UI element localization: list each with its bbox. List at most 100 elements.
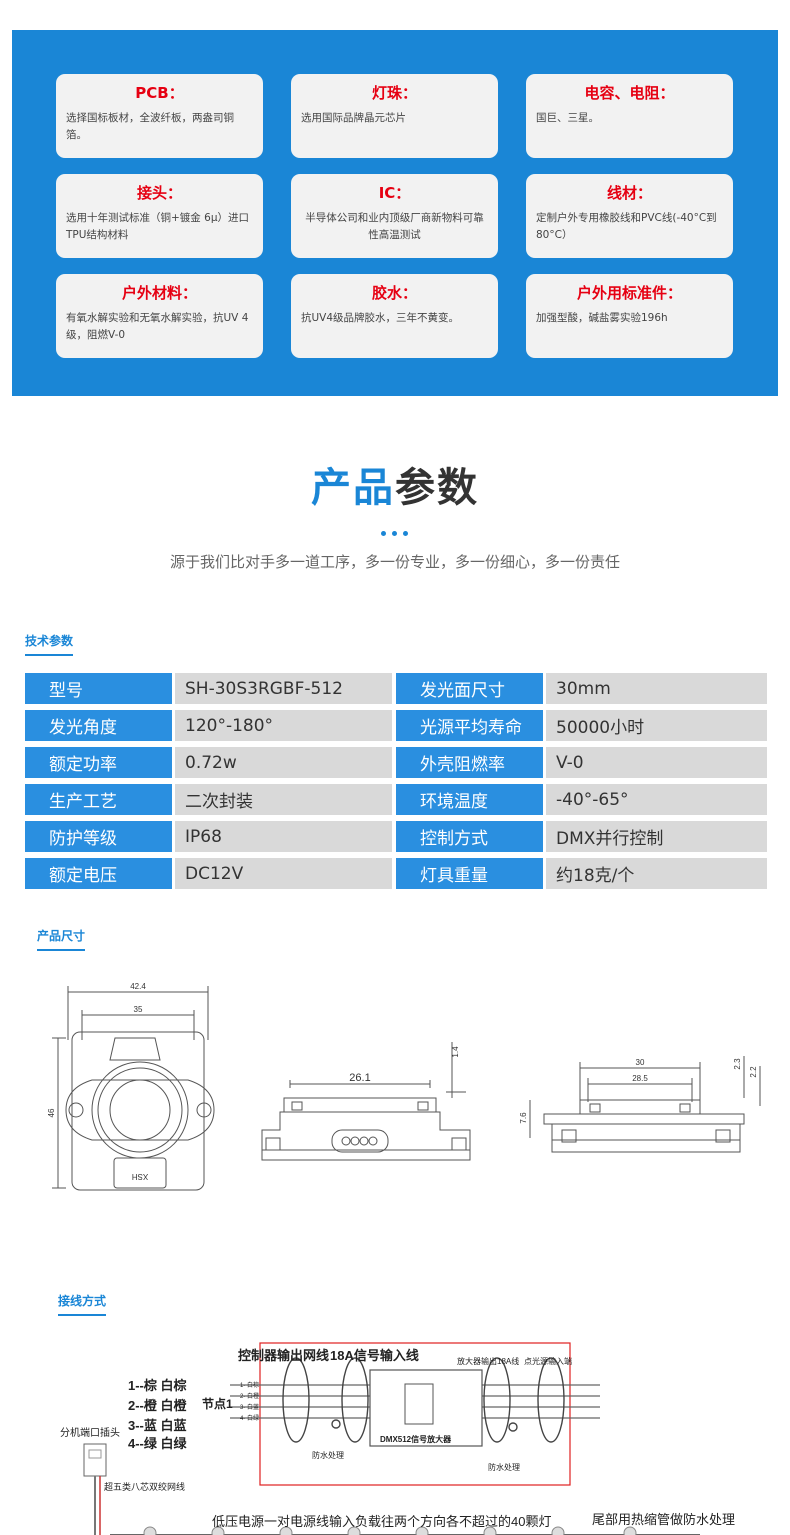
feature-panel: PCB： 选择国标板材，全波纤板，两盎司铜箔。 灯珠： 选用国际品牌晶元芯片 电… bbox=[12, 30, 778, 396]
spec-value-cell: 二次封装 bbox=[175, 784, 392, 815]
spec-label: 技术参数 bbox=[25, 633, 74, 656]
end-view-drawing bbox=[529, 1056, 761, 1153]
feature-desc: 抗UV4级品牌胶水，三年不黄变。 bbox=[301, 312, 460, 324]
signal-in-label: 18A信号输入线 bbox=[330, 1348, 419, 1363]
feature-title: 胶水： bbox=[371, 284, 417, 302]
spec-label-cell: 发光角度 bbox=[25, 710, 172, 741]
wire-tag: 2- 白橙 bbox=[240, 1392, 259, 1400]
feature-title: 电容、电阻： bbox=[584, 84, 675, 102]
spec-label-cell: 光源平均寿命 bbox=[396, 710, 543, 741]
table-row: 发光角度 120°-180° 光源平均寿命 50000小时 bbox=[25, 710, 767, 741]
spec-value-cell: DC12V bbox=[175, 858, 392, 889]
spec-value-cell: V-0 bbox=[546, 747, 767, 778]
spec-label-cell: 额定电压 bbox=[25, 858, 172, 889]
heading-part2: 参数 bbox=[395, 465, 479, 511]
rj45-label: 分机端口插头 bbox=[60, 1426, 120, 1439]
rj45-plug-icon bbox=[83, 1443, 107, 1477]
feature-card-wire: 线材： 定制户外专用橡胶线和PVC线(-40°C到80°C） bbox=[526, 174, 733, 258]
lamp-icon bbox=[415, 1526, 429, 1535]
table-row: 额定电压 DC12V 灯具重量 约18克/个 bbox=[25, 858, 767, 889]
node-label: 节点1 bbox=[202, 1396, 233, 1411]
feature-card-capacitor: 电容、电阻： 国巨、三星。 bbox=[526, 74, 733, 158]
end-h2-dim: 2.2 bbox=[749, 1066, 758, 1078]
spec-label-cell: 控制方式 bbox=[396, 821, 543, 852]
lamp-icon bbox=[347, 1526, 361, 1535]
heading-dots bbox=[381, 530, 411, 538]
brand-mark: XSH bbox=[132, 1172, 149, 1181]
front-view-drawing bbox=[52, 986, 215, 1191]
wire-color-1: 1--棕 白棕 bbox=[128, 1378, 187, 1393]
feature-desc: 选用国际品牌晶元芯片 bbox=[301, 112, 406, 124]
feature-desc: 有氧水解实验和无氧水解实验，抗UV 4级，阻燃V-0 bbox=[66, 312, 249, 341]
spec-label-cell: 防护等级 bbox=[25, 821, 172, 852]
feature-title: 线材： bbox=[606, 184, 652, 202]
size-label: 产品尺寸 bbox=[37, 928, 86, 951]
spec-value-cell: 50000小时 bbox=[546, 710, 767, 741]
feature-card-standard-parts: 户外用标准件： 加强型酸，碱盐雾实验196h bbox=[526, 274, 733, 358]
dot bbox=[392, 531, 397, 536]
feature-desc: 加强型酸，碱盐雾实验196h bbox=[536, 312, 668, 324]
lamp-icon bbox=[551, 1526, 565, 1535]
feature-title: 户外用标准件： bbox=[576, 284, 682, 302]
waterproof-label: 防水处理 bbox=[488, 1462, 520, 1472]
spec-value-cell: 30mm bbox=[546, 673, 767, 704]
waterproof-label: 防水处理 bbox=[312, 1450, 344, 1460]
connector-ellipse bbox=[282, 1357, 310, 1443]
wiring-diagram: 控制器输出网线 18A信号输入线 放大器输出18A线 点光源输入端 节点1 1-… bbox=[60, 1342, 735, 1535]
side-width-dim: 26.1 bbox=[349, 1072, 370, 1084]
feature-card-led: 灯珠： 选用国际品牌晶元芯片 bbox=[291, 74, 498, 158]
spec-value-cell: -40°-65° bbox=[546, 784, 767, 815]
amp-out-label: 放大器输出18A线 bbox=[457, 1356, 519, 1366]
spec-label-cell: 发光面尺寸 bbox=[396, 673, 543, 704]
feature-title: 接头： bbox=[136, 184, 182, 202]
lamp-icon bbox=[211, 1526, 225, 1535]
spec-value-cell: 0.72w bbox=[175, 747, 392, 778]
spec-value-cell: 约18克/个 bbox=[546, 858, 767, 889]
end-width-dim: 30 bbox=[636, 1058, 645, 1067]
connector-ellipse bbox=[483, 1357, 511, 1443]
spec-label-cell: 型号 bbox=[25, 673, 172, 704]
power-note: 低压电源一对电源线输入负载往两个方向各不超过的40颗灯 bbox=[212, 1514, 551, 1529]
wire-color-2: 2--橙 白橙 bbox=[128, 1398, 188, 1413]
table-row: 型号 SH-30S3RGBF-512 发光面尺寸 30mm bbox=[25, 673, 767, 704]
feature-title: 灯珠： bbox=[371, 84, 417, 102]
tail-note: 尾部用热缩管做防水处理 bbox=[592, 1512, 735, 1527]
front-inner-dim: 35 bbox=[134, 1005, 143, 1014]
spec-value-cell: IP68 bbox=[175, 821, 392, 852]
front-width-dim: 42.4 bbox=[130, 982, 146, 991]
feature-desc: 半导体公司和业内顶级厂商新物料可靠性高温测试 bbox=[305, 212, 484, 241]
spec-label-cell: 生产工艺 bbox=[25, 784, 172, 815]
wiring-label: 接线方式 bbox=[58, 1293, 107, 1316]
section-heading: 产品参数 bbox=[0, 462, 790, 514]
feature-card-glue: 胶水： 抗UV4级品牌胶水，三年不黄变。 bbox=[291, 274, 498, 358]
wire-tag: 1- 白棕 bbox=[240, 1381, 259, 1389]
wire-color-3: 3--蓝 白蓝 bbox=[128, 1418, 187, 1433]
lamp-strip bbox=[110, 1526, 700, 1535]
feature-desc: 定制户外专用橡胶线和PVC线(-40°C到80°C） bbox=[536, 212, 717, 241]
feature-desc: 选用十年测试标准（铜+镀金 6μ）进口TPU结构材料 bbox=[66, 212, 249, 241]
feature-title: PCB： bbox=[135, 84, 184, 102]
connector-ellipse bbox=[341, 1357, 369, 1443]
feature-title: 户外材料： bbox=[121, 284, 197, 302]
light-in-label: 点光源输入端 bbox=[524, 1356, 572, 1366]
heading-part1: 产品 bbox=[311, 465, 395, 511]
lamp-icon bbox=[279, 1526, 293, 1535]
lamp-icon bbox=[143, 1526, 157, 1535]
dot bbox=[403, 531, 408, 536]
amplifier-name: DMX512信号放大器 bbox=[380, 1434, 452, 1444]
side-height-dim: 1.4 bbox=[451, 1046, 460, 1058]
spec-value-cell: SH-30S3RGBF-512 bbox=[175, 673, 392, 704]
feature-card-connector: 接头： 选用十年测试标准（铜+镀金 6μ）进口TPU结构材料 bbox=[56, 174, 263, 258]
spec-label-cell: 灯具重量 bbox=[396, 858, 543, 889]
wire-color-4: 4--绿 白绿 bbox=[128, 1436, 188, 1451]
controller-label: 控制器输出网线 bbox=[238, 1348, 329, 1363]
end-height-dim: 7.6 bbox=[519, 1112, 528, 1124]
dimension-drawings: 42.4 35 46 XSH 26.1 1.4 30 28.5 2.3 2.2 … bbox=[47, 982, 761, 1191]
front-height-dim: 46 bbox=[47, 1108, 56, 1117]
cable-label: 超五类八芯双绞网线 bbox=[104, 1481, 185, 1492]
amplifier-box bbox=[369, 1369, 483, 1447]
end-inner-dim: 28.5 bbox=[632, 1074, 648, 1083]
spec-value-cell: 120°-180° bbox=[175, 710, 392, 741]
feature-desc: 国巨、三星。 bbox=[536, 112, 599, 124]
feature-card-outdoor-material: 户外材料： 有氧水解实验和无氧水解实验，抗UV 4级，阻燃V-0 bbox=[56, 274, 263, 358]
